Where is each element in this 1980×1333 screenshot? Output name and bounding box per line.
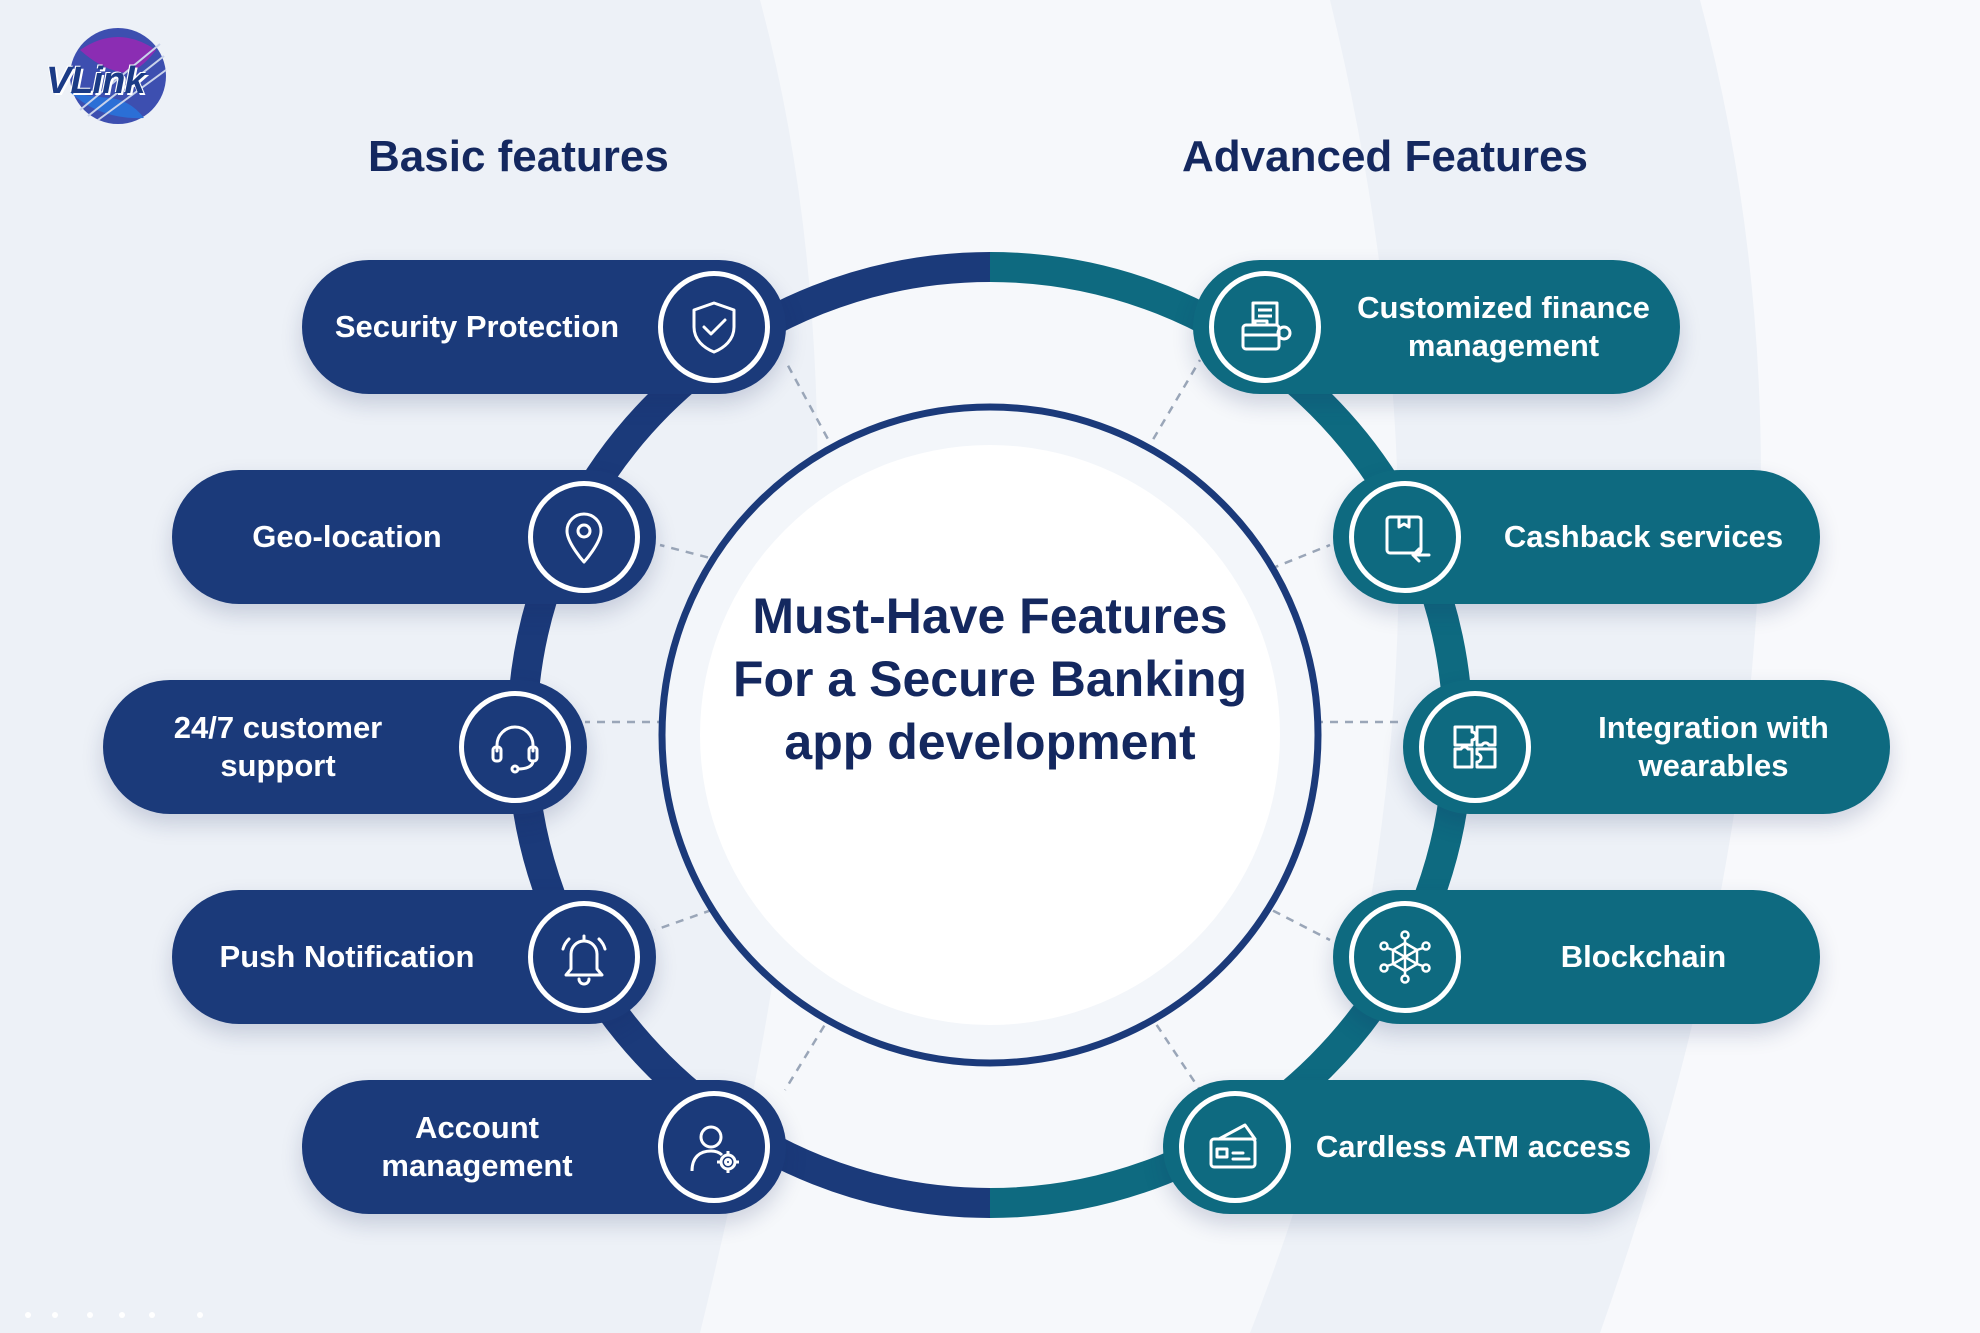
atm-card-icon [1179, 1091, 1291, 1203]
basic-feature-push-notification: Push Notification [172, 890, 656, 1024]
feature-label: Customized finance management [1357, 290, 1650, 363]
basic-features-heading: Basic features [368, 132, 669, 181]
globe-logo-mark [70, 28, 167, 124]
feature-label: Security Protection [334, 309, 620, 344]
center-disc [700, 445, 1280, 1025]
puzzle-icon [1419, 691, 1531, 803]
advanced-features-heading: Advanced Features [1182, 132, 1588, 181]
feature-label: Blockchain [1560, 939, 1727, 974]
feature-label: Cardless ATM access [1315, 1129, 1632, 1164]
shield-check-icon [658, 271, 770, 383]
location-pin-icon [528, 481, 640, 593]
feature-label: Push Notification [219, 939, 475, 974]
bell-icon [528, 901, 640, 1013]
feature-label: 24/7 customer support [173, 710, 383, 783]
headset-icon [459, 691, 571, 803]
advanced-feature-customized-finance-management: Customized finance management [1193, 260, 1680, 394]
feature-label: Cashback services [1503, 519, 1784, 554]
basic-feature-security-protection: Security Protection [302, 260, 786, 394]
center-title: Must-Have Features For a Secure Banking … [732, 588, 1248, 770]
advanced-feature-cashback-services: Cashback services [1333, 470, 1820, 604]
user-gear-icon [658, 1091, 770, 1203]
advanced-feature-integration-with-wearables: Integration with wearables [1403, 680, 1890, 814]
vlink-logo: VLink [40, 20, 200, 130]
basic-feature-customer-support: 24/7 customer support [103, 680, 587, 814]
advanced-feature-blockchain: Blockchain [1333, 890, 1820, 1024]
feature-label: Geo-location [252, 519, 442, 554]
feature-label: Integration with wearables [1598, 710, 1829, 783]
advanced-feature-cardless-atm-access: Cardless ATM access [1163, 1080, 1650, 1214]
blockchain-network-icon [1349, 901, 1461, 1013]
briefcase-documents-icon [1209, 271, 1321, 383]
basic-feature-geo-location: Geo-location [172, 470, 656, 604]
feature-label: Account management [381, 1110, 573, 1183]
logo-text: VLink [46, 60, 145, 102]
basic-feature-account-management: Account management [302, 1080, 786, 1214]
box-return-icon [1349, 481, 1461, 593]
